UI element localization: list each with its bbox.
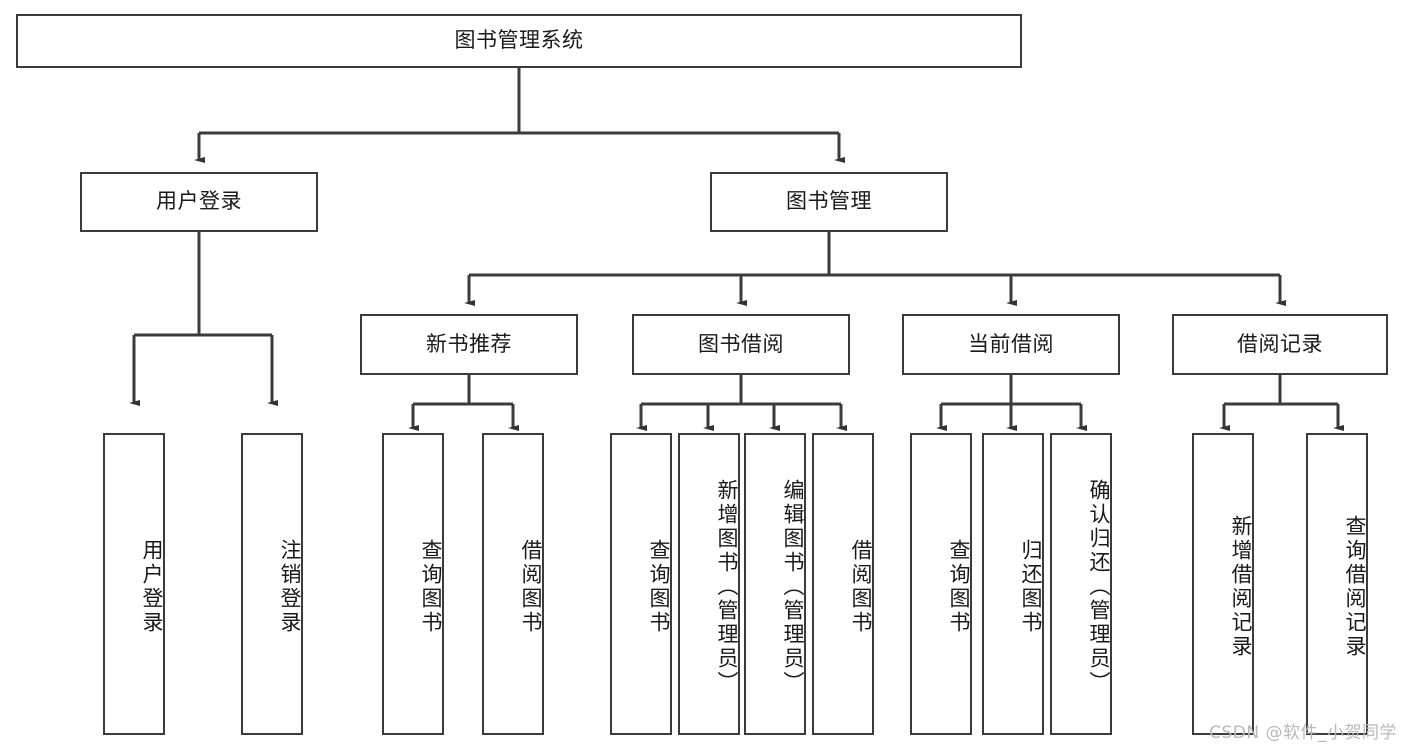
node-label: 新增图书（管理员）	[715, 479, 739, 695]
node-label: 新书推荐	[426, 331, 512, 356]
node-leaf-add-book[interactable]: 新增图书（管理员）	[678, 433, 740, 735]
node-leaf-query-book-2[interactable]: 查询图书	[610, 433, 672, 735]
node-label: 借阅记录	[1237, 331, 1323, 356]
node-user-login[interactable]: 用户登录	[80, 172, 318, 232]
node-label: 用户登录	[156, 189, 242, 214]
node-leaf-query-book-1[interactable]: 查询图书	[382, 433, 444, 735]
node-label: 新增借阅记录	[1229, 515, 1253, 659]
node-label: 确认归还（管理员）	[1087, 479, 1111, 695]
node-label: 用户登录	[140, 539, 164, 635]
node-label: 查询图书	[419, 539, 443, 635]
node-label: 图书借阅	[698, 331, 784, 356]
node-new-book-recommend[interactable]: 新书推荐	[360, 314, 578, 375]
node-leaf-user-login[interactable]: 用户登录	[103, 433, 165, 735]
node-label: 查询图书	[647, 539, 671, 635]
node-root-book-management-system[interactable]: 图书管理系统	[16, 14, 1022, 68]
node-leaf-query-record[interactable]: 查询借阅记录	[1306, 433, 1368, 735]
node-current-borrow[interactable]: 当前借阅	[902, 314, 1120, 375]
node-label: 借阅图书	[519, 539, 543, 635]
node-label: 查询图书	[947, 539, 971, 635]
node-label: 借阅图书	[849, 539, 873, 635]
node-label: 图书管理系统	[454, 28, 584, 53]
node-label: 图书管理	[786, 189, 872, 214]
node-leaf-return-book[interactable]: 归还图书	[982, 433, 1044, 735]
node-leaf-edit-book[interactable]: 编辑图书（管理员）	[744, 433, 806, 735]
node-leaf-logout-login[interactable]: 注销登录	[241, 433, 303, 735]
node-borrow-record[interactable]: 借阅记录	[1172, 314, 1388, 375]
node-book-borrow[interactable]: 图书借阅	[632, 314, 850, 375]
node-leaf-borrow-book-1[interactable]: 借阅图书	[482, 433, 544, 735]
node-leaf-borrow-book-2[interactable]: 借阅图书	[812, 433, 874, 735]
node-label: 注销登录	[278, 539, 302, 635]
node-leaf-add-record[interactable]: 新增借阅记录	[1192, 433, 1254, 735]
node-label: 查询借阅记录	[1343, 515, 1367, 659]
node-label: 编辑图书（管理员）	[781, 479, 805, 695]
node-label: 归还图书	[1019, 539, 1043, 635]
node-leaf-confirm-return[interactable]: 确认归还（管理员）	[1050, 433, 1112, 735]
node-label: 当前借阅	[968, 331, 1054, 356]
node-leaf-query-book-3[interactable]: 查询图书	[910, 433, 972, 735]
node-book-management[interactable]: 图书管理	[710, 172, 948, 232]
